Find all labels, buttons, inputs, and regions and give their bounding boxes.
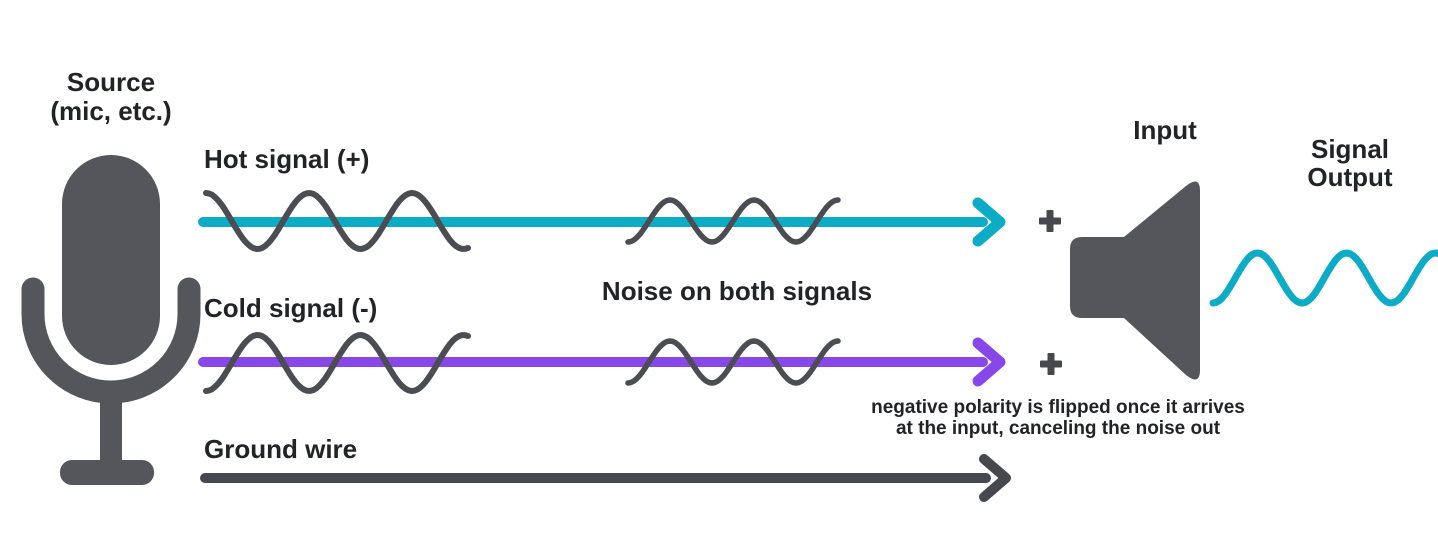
input-label: Input [1133, 115, 1197, 145]
speaker-icon [1070, 181, 1200, 380]
mic-capsule [62, 155, 160, 365]
microphone-icon [21, 155, 201, 485]
hot-signal-arrow-head [972, 197, 1006, 247]
mic-base [60, 460, 154, 485]
ground-wire-label: Ground wire [204, 434, 358, 464]
plus-icon [1040, 353, 1062, 375]
polarity-caption: negative polarity is flipped once it arr… [871, 397, 1245, 439]
source-label: Source (mic, etc.) [50, 67, 172, 126]
plus-icon [1039, 210, 1061, 232]
cold-signal-arrow-head [972, 337, 1006, 387]
output-signal-wave [1209, 249, 1438, 307]
cold-noise-wave [625, 338, 841, 386]
mic-stem [100, 392, 122, 467]
noise-label: Noise on both signals [601, 276, 873, 306]
hot-source-wave [203, 190, 471, 252]
cold-signal-label: Cold signal (-) [204, 293, 378, 323]
cold-source-wave [203, 332, 471, 394]
cold-signal-arrow [198, 337, 1006, 387]
hot-signal-label: Hot signal (+) [204, 144, 370, 174]
signal-output-label: Signal Output [1307, 134, 1393, 192]
ground-wire-arrow [200, 454, 1011, 502]
hot-noise-wave [625, 197, 841, 245]
ground-wire-arrow-head [979, 454, 1011, 502]
hot-signal-arrow [198, 197, 1006, 247]
